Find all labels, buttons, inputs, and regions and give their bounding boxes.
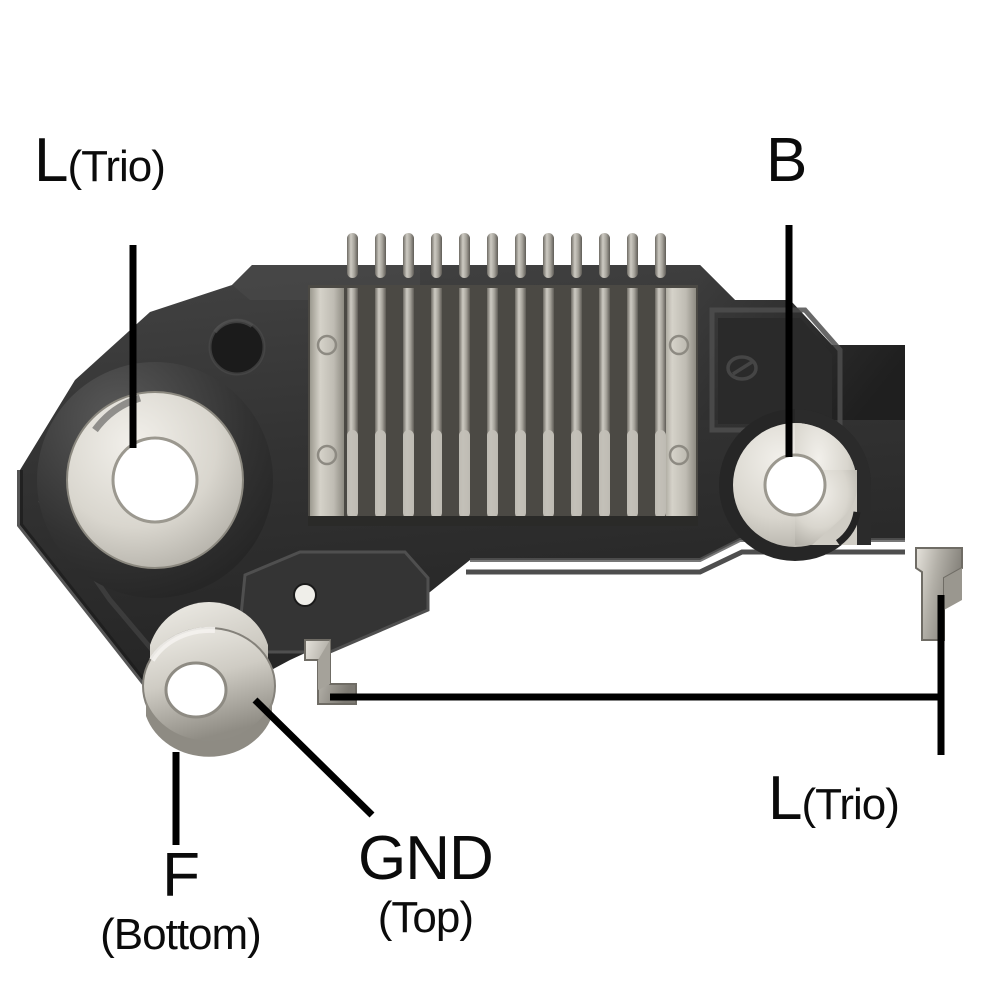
label-f: F (Bottom) — [48, 845, 313, 957]
label-l-trio-bottom-right-main: L — [768, 764, 802, 833]
label-b: B — [766, 126, 807, 195]
right-mounting-boss — [719, 409, 871, 561]
label-gnd-main: GND — [358, 824, 494, 893]
heat-sink-fins — [347, 288, 666, 516]
field-ring-terminal — [142, 602, 276, 757]
label-gnd-sub: (Top) — [377, 893, 474, 942]
label-l-trio-top-left-main: L — [34, 126, 68, 195]
label-gnd: GND (Top) — [358, 824, 494, 942]
small-hole — [208, 318, 266, 376]
left-mounting-boss — [37, 362, 273, 598]
label-l-trio-bottom-right-sub: (Trio) — [801, 780, 899, 829]
pin-hole — [294, 584, 316, 606]
label-l-trio-top-left-sub: (Trio) — [67, 142, 165, 191]
label-b-main: B — [766, 126, 807, 195]
heat-sink-fin-tips — [347, 233, 666, 278]
heat-sink — [308, 233, 698, 526]
label-f-main: F — [162, 841, 200, 910]
leader-gnd — [252, 697, 375, 818]
leader-lines — [129, 225, 945, 845]
label-l-trio-top-left: L (Trio) — [34, 126, 166, 195]
heat-sink-right-rail — [662, 288, 696, 518]
right-bent-tab — [915, 547, 963, 641]
heat-sink-left-rail — [310, 288, 344, 518]
lower-body-pad — [238, 550, 430, 654]
center-bent-tab — [304, 639, 357, 705]
label-f-sub: (Bottom) — [100, 910, 262, 959]
leader-l-trio-bottom-right — [330, 595, 945, 755]
molded-mark — [726, 355, 758, 381]
label-l-trio-bottom-right: L (Trio) — [768, 764, 900, 833]
